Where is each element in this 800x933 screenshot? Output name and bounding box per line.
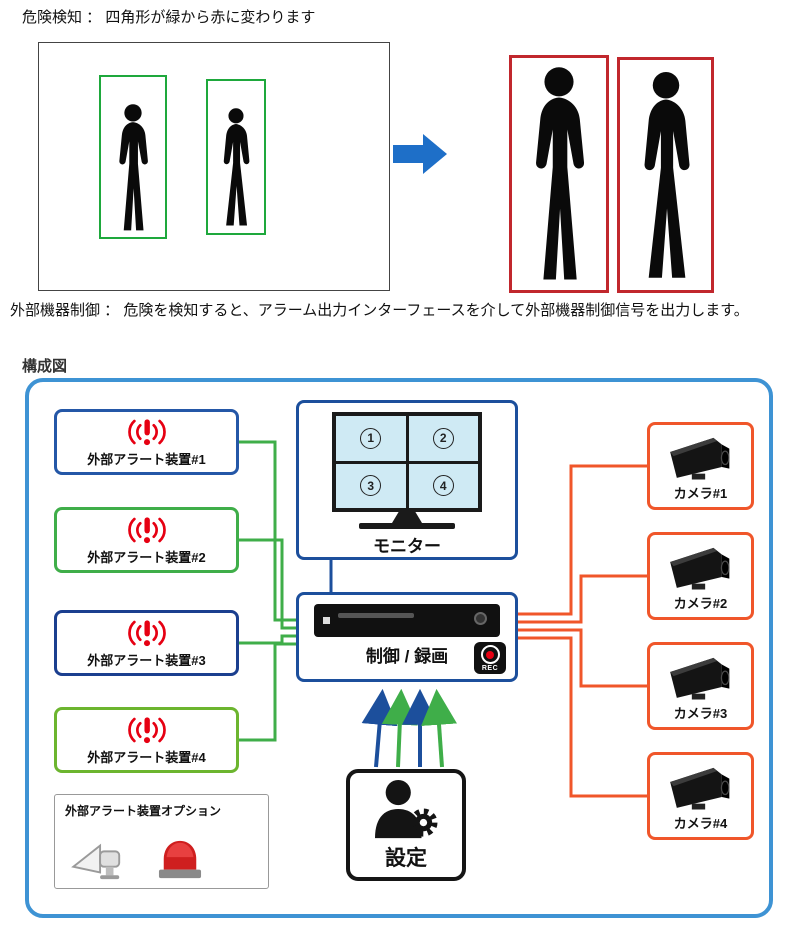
person-silhouette [207,107,265,232]
alarm-icon [115,514,179,546]
camera-label: カメラ#2 [673,596,728,611]
recorder-drive-slot [338,613,414,618]
alert-device-label: 外部アラート装置#3 [87,653,206,668]
monitor-stand [392,512,422,523]
alert-device-1: 外部アラート装置#1 [54,409,239,475]
person-silhouette [507,65,611,289]
alert-device-label: 外部アラート装置#1 [87,452,206,467]
horn-speaker-icon [71,838,133,882]
person-silhouette [102,103,164,236]
camera-wires [518,464,647,798]
settings-label: 設定 [385,847,427,870]
recorder-knob [474,612,487,625]
red-bounding-box [617,57,714,293]
monitor-quadrant-3: 3 [336,463,406,508]
quadrant-number: 1 [360,427,382,449]
camera-4: カメラ#4 [647,752,754,840]
monitor-quadrant-1: 1 [336,416,406,461]
rec-label: REC [481,665,499,672]
person-silhouette [615,70,717,289]
camera-label: カメラ#4 [673,816,728,831]
alert-device-2: 外部アラート装置#2 [54,507,239,573]
recorder-button [323,617,330,624]
rec-icon [480,645,500,664]
connection-lines-svg [239,440,647,798]
camera-icon [663,542,739,592]
camera-1: カメラ#1 [647,422,754,510]
camera-icon [663,762,739,812]
monitor-base [359,523,455,529]
alert-device-4: 外部アラート装置#4 [54,707,239,773]
alarm-icon [115,617,179,649]
monitor-node: 1 2 3 4 モニター [296,400,518,560]
camera-label: カメラ#1 [673,486,728,501]
camera-3: カメラ#3 [647,642,754,730]
control-description: 外部機器制御 ： 危険を検知すると、アラーム出力インターフェースを介して外部機器… [10,302,749,319]
alarm-icon [115,714,179,746]
settings-arrows [361,688,457,768]
camera-icon [663,432,739,482]
configuration-diagram: 外部アラート装置#1 外部アラート装置#2 外部アラート装置#3 外部アラート装… [25,378,773,918]
recorder-device-graphic [314,604,500,637]
alert-device-3: 外部アラート装置#3 [54,610,239,676]
beacon-light-icon [155,838,205,882]
transition-arrow-icon [393,131,449,177]
settings-node: 設定 [346,769,466,881]
alert-wires [239,440,296,742]
alert-option-label: 外部アラート装置オプション [65,804,222,818]
recorder-label: 制御 / 録画 [365,647,449,666]
quadrant-number: 3 [360,475,382,497]
quadrant-number: 2 [432,427,454,449]
alert-option-box: 外部アラート装置オプション [54,794,269,889]
detection-before-panel [38,42,390,291]
camera-icon [663,652,739,702]
red-bounding-box [509,55,609,293]
rec-badge: REC [474,642,506,674]
monitor-quadrant-2: 2 [408,416,478,461]
quadrant-number: 4 [432,475,454,497]
person-gear-icon [367,778,445,840]
detection-title: 危険検知 ： 四角形が緑から赤に変わります [22,9,316,26]
camera-2: カメラ#2 [647,532,754,620]
alert-device-label: 外部アラート装置#2 [87,550,206,565]
diagram-title: 構成図 [22,358,68,375]
alarm-icon [115,416,179,448]
camera-label: カメラ#3 [673,706,728,721]
recorder-node: 制御 / 録画 REC [296,592,518,682]
monitor-screen: 1 2 3 4 [332,412,482,512]
green-bounding-box [206,79,266,235]
monitor-quadrant-4: 4 [408,463,478,508]
green-bounding-box [99,75,167,239]
alert-device-label: 外部アラート装置#4 [87,750,206,765]
monitor-label: モニター [373,537,441,556]
